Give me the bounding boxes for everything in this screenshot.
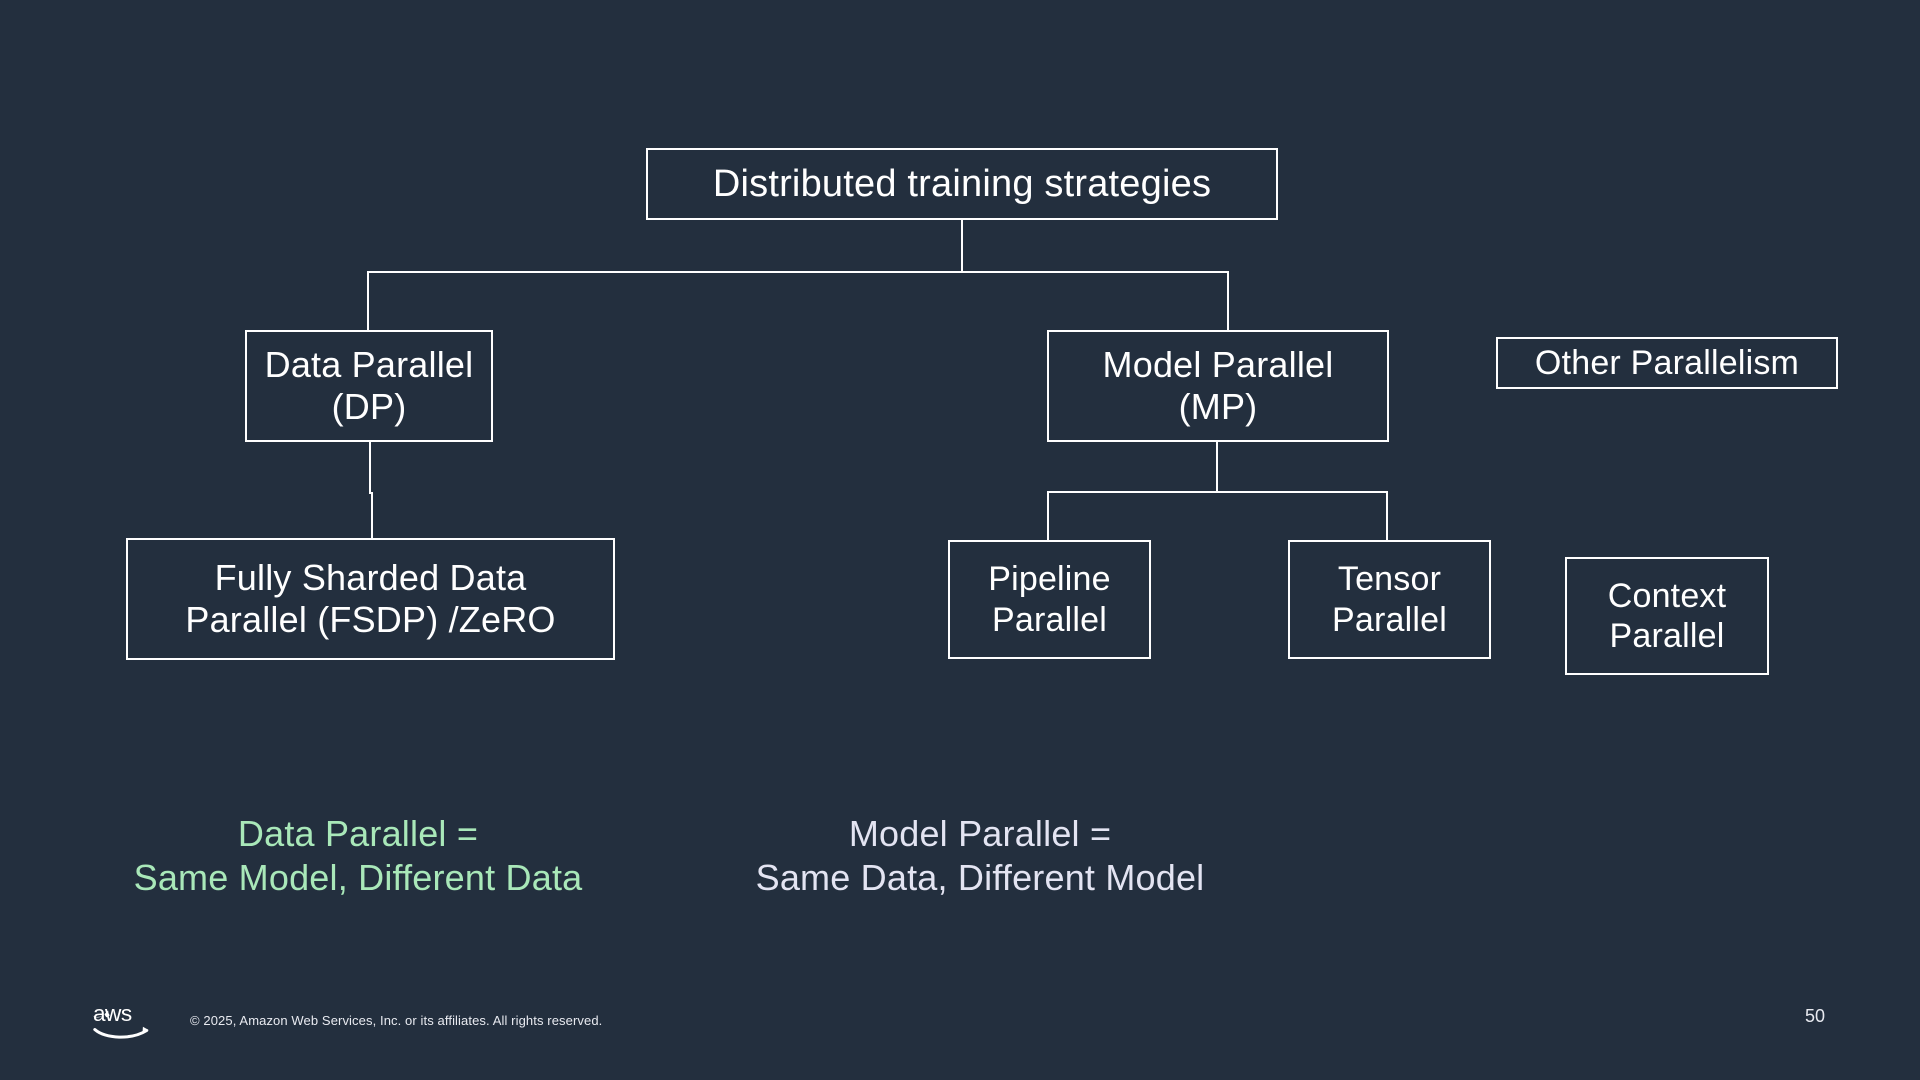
connector-root-to-dp — [367, 271, 369, 331]
connector-level2-bar — [1047, 491, 1388, 493]
connector-dp-to-fsdp-lower — [371, 492, 373, 540]
node-tensor-parallel: Tensor Parallel — [1288, 540, 1491, 659]
copyright-text: © 2025, Amazon Web Services, Inc. or its… — [190, 1013, 603, 1028]
aws-logo-icon: aws — [92, 1000, 158, 1044]
caption-data-parallel: Data Parallel = Same Model, Different Da… — [133, 813, 583, 898]
node-context-parallel: Context Parallel — [1565, 557, 1769, 675]
node-data-parallel: Data Parallel (DP) — [245, 330, 493, 442]
node-model-parallel: Model Parallel (MP) — [1047, 330, 1389, 442]
connector-level1-bar — [367, 271, 1229, 273]
node-other-parallelism: Other Parallelism — [1496, 337, 1838, 389]
svg-text:aws: aws — [93, 1001, 132, 1026]
connector-dp-to-fsdp-upper — [369, 442, 371, 494]
node-distributed-training-strategies: Distributed training strategies — [646, 148, 1278, 220]
connector-root-to-mp — [1227, 271, 1229, 331]
caption-model-parallel: Model Parallel = Same Data, Different Mo… — [755, 813, 1205, 898]
connector-mp-to-pipeline — [1047, 491, 1049, 542]
page-number: 50 — [1804, 1006, 1826, 1026]
connector-root-stem — [961, 220, 963, 272]
node-pipeline-parallel: Pipeline Parallel — [948, 540, 1151, 659]
connector-mp-to-tensor — [1386, 491, 1388, 542]
connector-mp-stem — [1216, 442, 1218, 492]
node-fully-sharded-data-parallel: Fully Sharded Data Parallel (FSDP) /ZeRO — [126, 538, 615, 660]
